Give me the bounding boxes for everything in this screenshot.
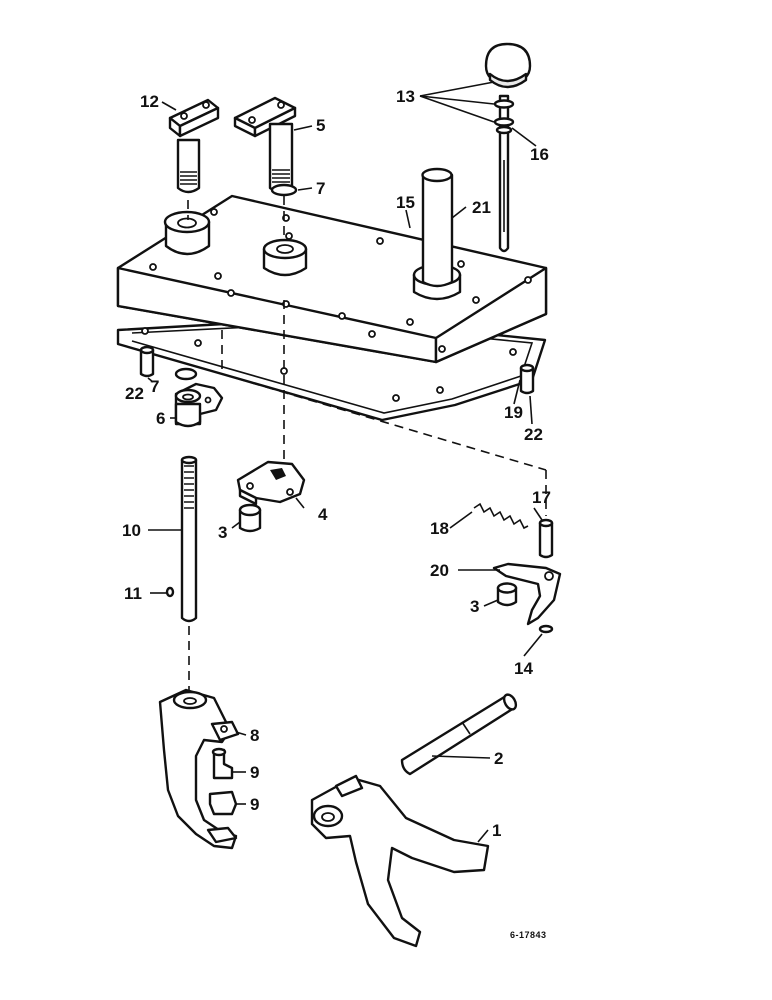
bushing-left: [238, 503, 262, 533]
callout-7-lower: 7: [150, 377, 159, 396]
shift-cover: [116, 194, 548, 364]
callout-19: 19: [504, 403, 523, 422]
o-ring-lower: [174, 367, 198, 381]
centerlines: [187, 196, 547, 690]
shift-block-6: [174, 382, 224, 428]
callout-7-upper: 7: [316, 179, 325, 198]
callout-15: 15: [396, 193, 415, 212]
callout-18: 18: [430, 519, 449, 538]
callout-3-right: 3: [470, 597, 479, 616]
shifter-lug-upper: [211, 747, 234, 780]
callout-5: 5: [316, 116, 325, 135]
lever-20: [492, 562, 562, 626]
dowel-pin-right: [519, 363, 535, 395]
shift-fork-left: [158, 688, 240, 850]
callout-6: 6: [156, 409, 165, 428]
callout-20: 20: [430, 561, 449, 580]
callout-labels: 12 5 13 16 7 15 21 22 7 19 22 6 4 3 10 1…: [122, 87, 551, 940]
o-ring-upper: [270, 183, 298, 197]
callout-22-left: 22: [125, 384, 144, 403]
bushing-right: [496, 582, 518, 607]
callout-8: 8: [250, 726, 259, 745]
callout-10: 10: [122, 521, 141, 540]
shift-lever: [484, 42, 532, 253]
callout-22-right: 22: [524, 425, 543, 444]
callout-14: 14: [514, 659, 533, 678]
callout-2: 2: [494, 749, 503, 768]
callout-4: 4: [318, 505, 328, 524]
tube: [421, 167, 454, 288]
callout-16: 16: [530, 145, 549, 164]
lever-arm-5: [233, 96, 297, 194]
callout-17: 17: [532, 488, 551, 507]
pin-11: [165, 586, 175, 598]
plunger-17: [538, 518, 554, 559]
leader-lines: [147, 81, 543, 843]
shaft-2: [400, 693, 518, 776]
callout-21: 21: [472, 198, 491, 217]
interlock-plate-4: [236, 460, 306, 506]
callout-13: 13: [396, 87, 415, 106]
snap-ring-14: [538, 624, 554, 634]
callout-3-left: 3: [218, 523, 227, 542]
callout-12: 12: [140, 92, 159, 111]
lever-arm-12: [168, 98, 220, 194]
callout-9-upper: 9: [250, 763, 259, 782]
callout-1: 1: [492, 821, 501, 840]
spring-18: [473, 502, 529, 530]
shaft-10: [180, 455, 198, 623]
dowel-pin-left: [139, 345, 155, 378]
shift-fork-right: [310, 774, 490, 948]
shifter-lug-lower: [208, 790, 238, 816]
callout-11: 11: [124, 584, 142, 603]
figure-code: 6-17843: [510, 930, 547, 940]
callout-9-lower: 9: [250, 795, 259, 814]
